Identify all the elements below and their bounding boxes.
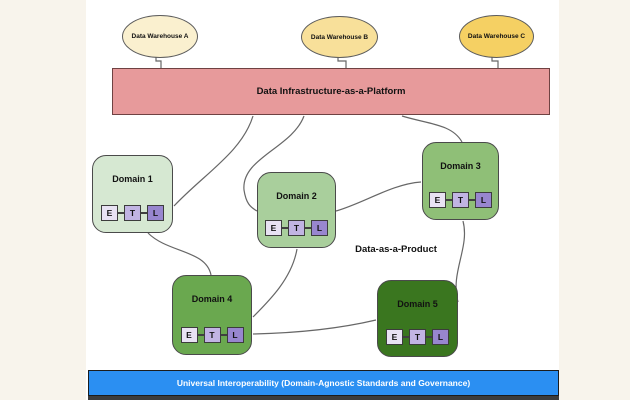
etl-connector	[426, 336, 432, 338]
interoperability-label: Universal Interoperability (Domain-Agnos…	[176, 378, 471, 388]
domain-4-box: Domain 4 E T L	[172, 275, 252, 355]
domain-1-etl-row: E T L	[101, 205, 164, 221]
etl-connector	[403, 336, 409, 338]
domain-5-box: Domain 5 E T L	[377, 280, 458, 357]
etl-connector	[118, 212, 124, 214]
domain-2-label: Domain 2	[276, 191, 317, 201]
interoperability-bar: Universal Interoperability (Domain-Agnos…	[88, 370, 559, 396]
warehouse-b-label: Data Warehouse B	[310, 33, 369, 41]
etl-connector	[141, 212, 147, 214]
etl-transform-box: T	[452, 192, 469, 208]
etl-connector	[446, 199, 452, 201]
domain-5-label: Domain 5	[397, 299, 438, 309]
warehouse-c-label: Data Warehouse C	[467, 33, 526, 40]
data-as-a-product-label: Data-as-a-Product	[355, 244, 437, 255]
platform-label: Data Infrastructure-as-a-Platform	[256, 86, 406, 97]
domain-3-etl-row: E T L	[429, 192, 492, 208]
domain-5-etl-row: E T L	[386, 329, 449, 345]
domain-3-box: Domain 3 E T L	[422, 142, 499, 220]
domain-2-etl-row: E T L	[265, 220, 328, 236]
etl-load-box: L	[147, 205, 164, 221]
warehouse-a-label: Data Warehouse A	[131, 33, 189, 40]
etl-connector	[220, 334, 227, 336]
etl-connector	[305, 227, 311, 229]
etl-extract-box: E	[386, 329, 403, 345]
domain-1-label: Domain 1	[112, 174, 153, 184]
domain-3-label: Domain 3	[440, 161, 481, 171]
etl-load-box: L	[475, 192, 492, 208]
etl-connector	[197, 334, 204, 336]
etl-transform-box: T	[288, 220, 305, 236]
etl-load-box: L	[311, 220, 328, 236]
etl-load-box: L	[432, 329, 449, 345]
domain-4-label: Domain 4	[191, 294, 233, 304]
domain-4-etl-row: E T L	[180, 327, 244, 343]
etl-transform-box: T	[409, 329, 426, 345]
etl-transform-box: T	[124, 205, 141, 221]
warehouse-a-ellipse: Data Warehouse A	[122, 15, 198, 58]
warehouse-c-ellipse: Data Warehouse C	[459, 15, 534, 58]
etl-extract-box: E	[180, 327, 198, 343]
etl-connector	[469, 199, 475, 201]
interoperability-bar-shadow	[88, 396, 559, 400]
etl-extract-box: E	[265, 220, 282, 236]
domain-1-box: Domain 1 E T L	[92, 155, 173, 233]
platform-bar: Data Infrastructure-as-a-Platform	[112, 68, 550, 115]
warehouse-b-ellipse: Data Warehouse B	[301, 16, 378, 58]
etl-transform-box: T	[203, 327, 221, 343]
etl-load-box: L	[226, 327, 244, 343]
etl-extract-box: E	[429, 192, 446, 208]
etl-connector	[282, 227, 288, 229]
domain-2-box: Domain 2 E T L	[257, 172, 336, 248]
etl-extract-box: E	[101, 205, 118, 221]
